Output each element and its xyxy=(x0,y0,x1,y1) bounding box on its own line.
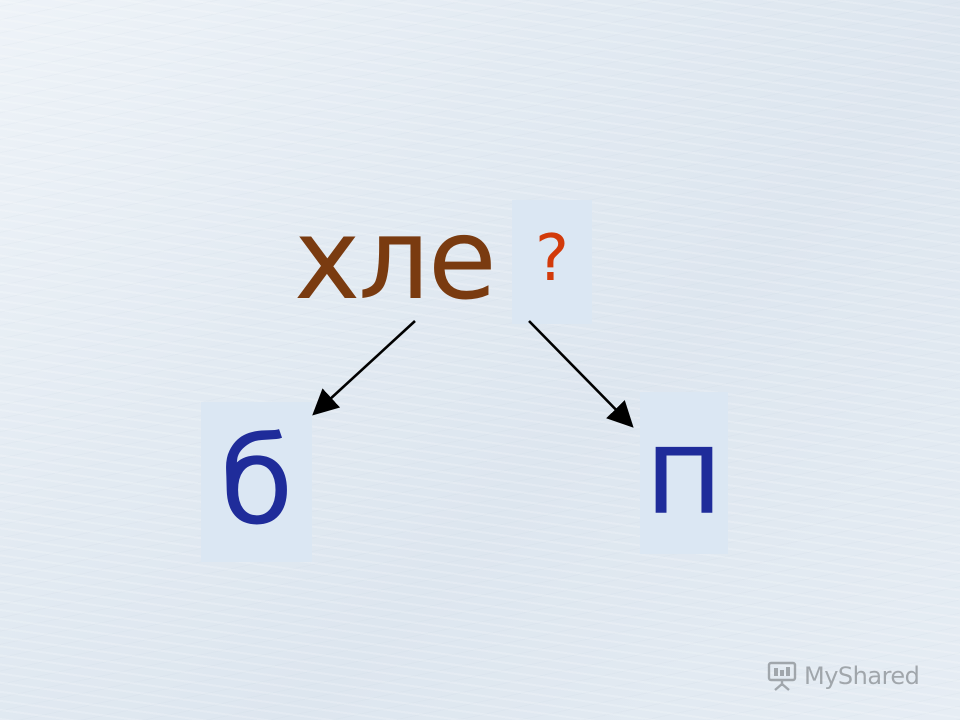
arrow-to-b xyxy=(312,320,416,416)
watermark-text: MyShared xyxy=(804,662,920,690)
option-letter-b: б xyxy=(219,413,294,552)
unknown-letter-mark: ? xyxy=(535,222,569,296)
watermark: MyShared xyxy=(766,656,920,696)
presentation-board-icon xyxy=(767,661,797,691)
option-letter-p: п xyxy=(644,403,724,542)
word-stem: хле xyxy=(294,195,497,325)
option-p-box xyxy=(640,392,728,554)
unknown-letter-box xyxy=(512,200,592,324)
arrow-to-p xyxy=(528,320,634,428)
option-b-box xyxy=(201,402,312,562)
